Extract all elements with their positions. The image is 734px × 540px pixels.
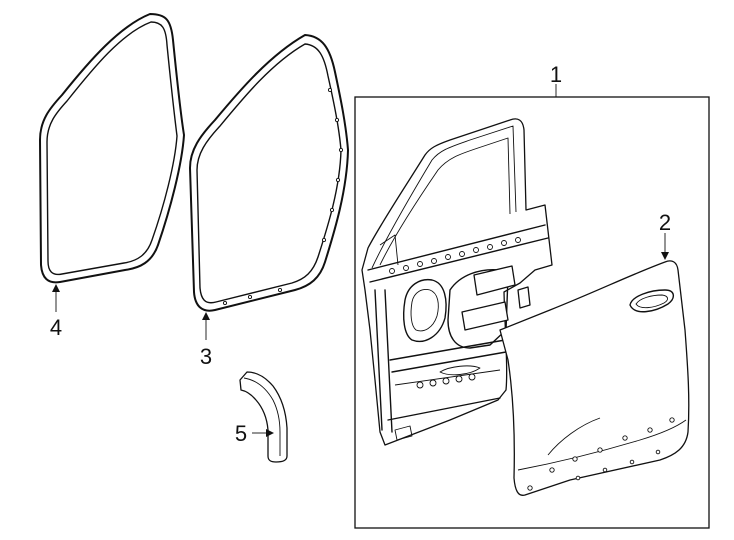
weatherstrip-part-4[interactable] <box>39 13 185 284</box>
callout-3: 3 <box>200 344 212 369</box>
belt-line-holes <box>389 237 521 274</box>
outer-panel-part-2[interactable] <box>499 260 690 496</box>
callout-5: 5 <box>235 421 247 446</box>
callout-2: 2 <box>659 210 671 235</box>
door-shell-part-1[interactable] <box>361 118 553 446</box>
leader-lines <box>52 84 669 437</box>
callout-4: 4 <box>50 315 62 340</box>
part-1-group-box <box>354 96 710 529</box>
hem-flange-holes <box>527 417 675 491</box>
door-handle-opening <box>629 289 674 313</box>
weatherstrip-clip-dots <box>222 87 344 306</box>
weatherstrip-part-3[interactable] <box>189 34 349 312</box>
lower-holes <box>416 373 476 389</box>
callout-1: 1 <box>550 62 562 87</box>
seal-part-5[interactable] <box>239 371 288 463</box>
